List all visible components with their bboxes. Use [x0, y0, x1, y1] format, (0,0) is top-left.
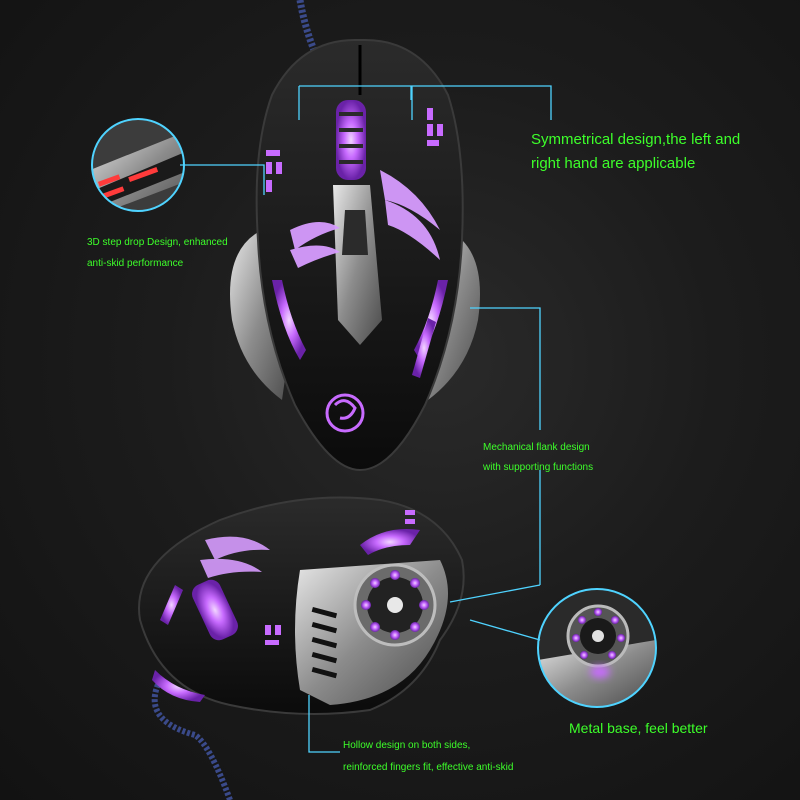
callout-symmetrical-line2: right hand are applicable — [531, 155, 696, 172]
side-metal-wheel — [353, 563, 437, 647]
callout-symmetrical-line1: Symmetrical design,the left and — [531, 131, 741, 148]
callout-symmetrical: Symmetrical design,the left and right ha… — [531, 128, 740, 176]
callout-hollow: Hollow design on both sides, reinforced … — [343, 735, 513, 778]
hollow-slots — [311, 606, 338, 679]
zoom-step-drop — [91, 118, 185, 212]
callout-step-drop: 3D step drop Design, enhanced anti-skid … — [87, 233, 228, 274]
callout-flank: Mechanical flank design with supporting … — [483, 438, 593, 478]
mouse-side-view — [138, 496, 465, 800]
dragon-logo-icon — [325, 393, 365, 433]
side-cable — [151, 678, 233, 800]
zoom-metal-base — [537, 588, 657, 708]
claw-decal — [290, 170, 440, 268]
callout-flank-line2: with supporting functions — [483, 462, 594, 473]
leader-lines — [180, 85, 552, 753]
callout-metal-base: Metal base, feel better — [569, 718, 708, 740]
callout-step-drop-line1: 3D step drop Design, enhanced — [87, 237, 228, 248]
callout-flank-line1: Mechanical flank design — [483, 442, 590, 453]
mouse-top-view — [230, 0, 480, 472]
side-scroll-wheel — [192, 579, 238, 641]
callout-step-drop-line2: anti-skid performance — [87, 257, 184, 269]
callout-hollow-line2: reinforced fingers fit, effective anti-s… — [343, 761, 514, 773]
callout-hollow-line1: Hollow design on both sides, — [343, 740, 471, 751]
callout-metal-base-line1: Metal base, feel better — [569, 720, 708, 736]
left-led-slot — [272, 280, 306, 360]
